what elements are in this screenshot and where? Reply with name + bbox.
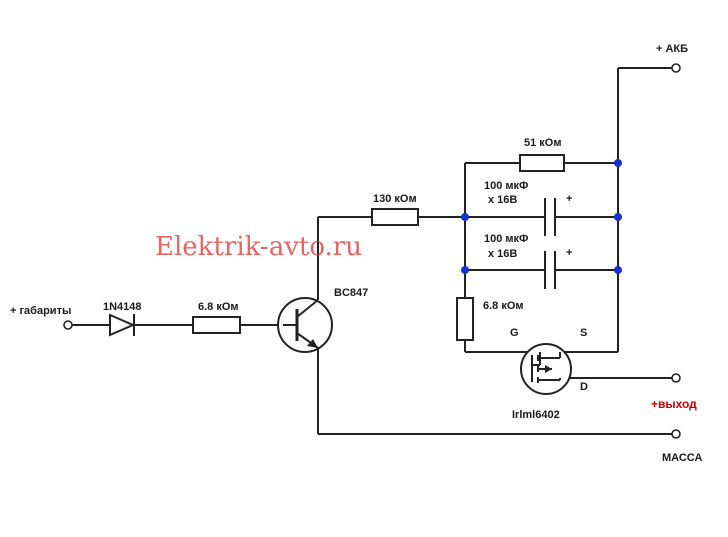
label-gate-resistor: 6.8 кОм — [483, 300, 524, 312]
label-mosfet: Irlml6402 — [512, 409, 560, 421]
capacitor-2 — [544, 251, 556, 289]
label-cap1-plus: + — [566, 193, 572, 205]
terminal-gabarity[interactable] — [63, 320, 73, 330]
terminal-output[interactable] — [671, 373, 681, 383]
npn-transistor-symbol — [277, 297, 333, 353]
label-cap2-voltage: x 16В — [488, 248, 517, 260]
label-transistor: BC847 — [334, 287, 368, 299]
terminal-akb[interactable] — [671, 63, 681, 73]
label-source: S — [580, 327, 587, 339]
terminal-ground[interactable] — [671, 429, 681, 439]
label-resistor-130k: 130 кОм — [373, 193, 417, 205]
label-base-resistor: 6.8 кОм — [198, 301, 239, 313]
label-akb: + АКБ — [656, 43, 688, 55]
resistor-base-6k8 — [192, 316, 241, 334]
label-cap2-value: 100 мкФ — [484, 233, 528, 245]
label-resistor-51k: 51 кОм — [524, 137, 562, 149]
label-cap1-value: 100 мкФ — [484, 180, 528, 192]
label-output: +выход — [651, 397, 697, 411]
diode-symbol — [109, 313, 136, 337]
watermark-text: Elektrik-avto.ru — [155, 232, 362, 262]
label-diode: 1N4148 — [103, 301, 142, 313]
capacitor-1 — [544, 198, 556, 236]
label-gabarity: + габариты — [10, 305, 71, 317]
resistor-51k — [519, 154, 565, 172]
wires — [72, 67, 676, 435]
label-ground: МАССА — [662, 452, 702, 464]
label-cap1-voltage: x 16В — [488, 194, 517, 206]
label-cap2-plus: + — [566, 247, 572, 259]
mosfet-symbol — [520, 343, 572, 395]
junction-dots — [461, 159, 622, 274]
resistor-130k — [371, 208, 419, 226]
label-gate: G — [510, 327, 519, 339]
label-drain: D — [580, 381, 588, 393]
resistor-gate-6k8 — [456, 297, 474, 341]
